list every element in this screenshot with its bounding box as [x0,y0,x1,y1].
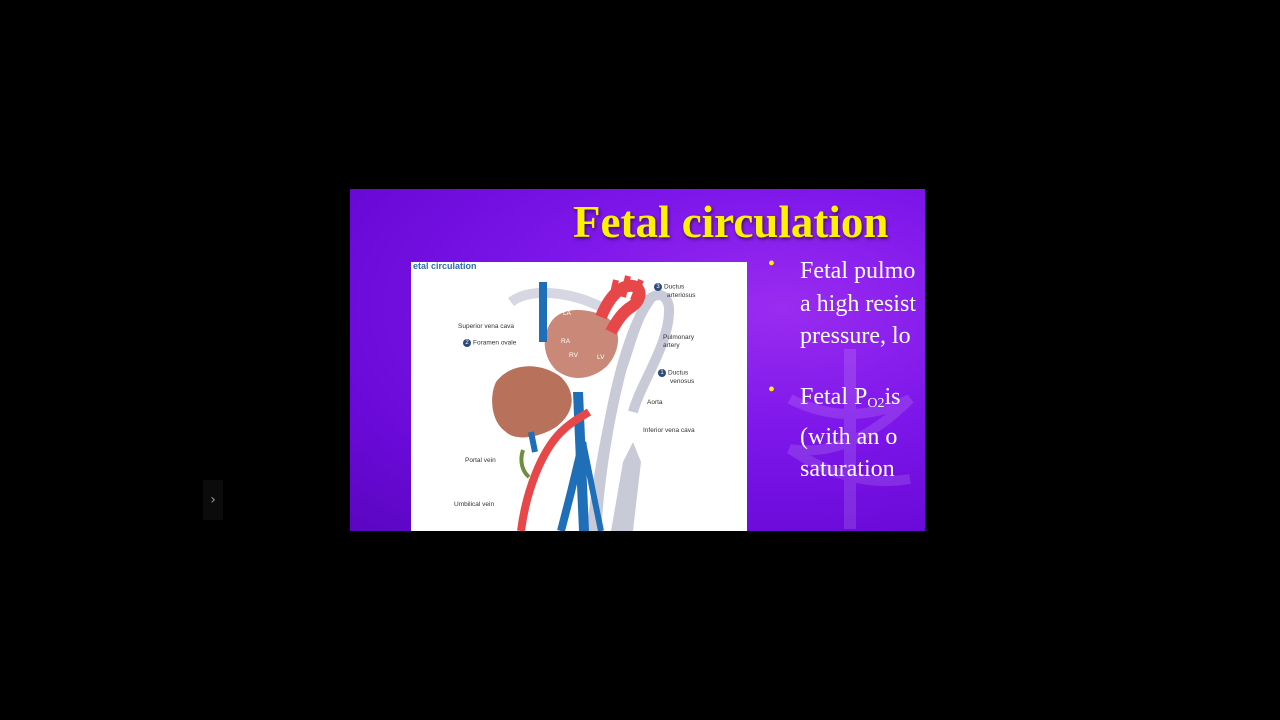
label-pulmonary-artery-2: artery [663,342,680,349]
label-lv: LV [597,354,605,361]
label-ductus-venosus-2: venosus [670,378,695,385]
caduceus-watermark-icon [787,349,914,529]
label-ra: RA [561,338,571,345]
bullet-item-1: • Fetal pulmo a high resist pressure, lo [768,253,916,353]
bullet-item-2: • Fetal PO2is (with an o saturation [768,379,901,486]
bullet-marker: • [768,379,776,401]
label-umbilical-vein: Umbilical vein [454,501,495,508]
chevron-right-icon: › [210,492,216,508]
label-portal-vein: Portal vein [465,457,496,464]
slide-title: Fetal circulation [573,197,889,247]
bullet-marker: • [768,253,776,275]
next-arrow-button[interactable]: › [203,480,223,520]
label-foramen-ovale: Foramen ovale [473,339,517,347]
label-superior-vena-cava: Superior vena cava [458,323,515,330]
bullet-1-line-2: a high resist [800,290,916,317]
figure-caption: etal circulation [413,262,477,271]
step-2-badge: 2 [463,339,471,347]
step-3-badge: 3 [654,283,662,291]
bullet-1-line-1: Fetal pulmo [800,258,916,284]
label-aorta: Aorta [647,399,663,406]
label-la: LA [563,310,571,317]
bullet-1-line-3: pressure, lo [800,323,911,349]
label-inferior-vena-cava: Inferior vena cava [643,427,695,434]
bullet-2-line-1: Fetal PO2is [800,384,901,411]
label-ductus-venosus-1: Ductus [668,369,689,377]
bullet-2-line-3: saturation [800,456,895,482]
label-ductus-arteriosus-1: Ductus [664,283,685,291]
label-ductus-arteriosus-2: arteriosus [667,292,696,299]
label-rv: RV [569,352,578,359]
step-1-badge: 1 [658,369,666,377]
label-pulmonary-artery-1: Pulmonary [663,334,695,341]
bullet-2-line-2: (with an o [800,423,898,450]
